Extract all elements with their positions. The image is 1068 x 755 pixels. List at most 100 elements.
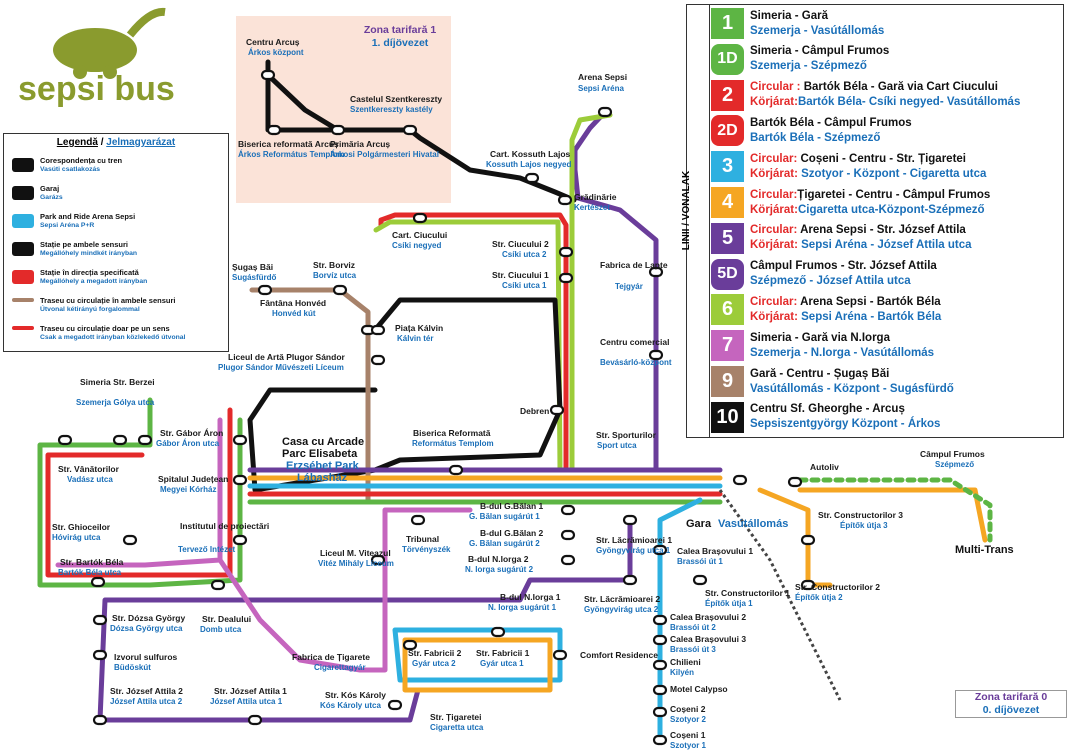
- stop-centru-comercial-hu: Bevásárló-központ: [600, 358, 672, 367]
- labels-layer: Centru Arcuș Árkos központ Biserica refo…: [52, 37, 1014, 750]
- stop-coseni-2-hu: Szotyor 2: [670, 715, 707, 724]
- stop-piata-kalvin-hu: Kálvin tér: [397, 334, 433, 343]
- line-number-badge: 7: [711, 330, 744, 362]
- stop-balan-1-hu: G. Bălan sugárút 1: [469, 512, 540, 521]
- stop-campul-frumos-hu: Szépmező: [935, 460, 974, 469]
- line-route-ro: Arena Sepsi - Bartók Béla: [800, 295, 941, 308]
- stop-marker: [597, 106, 613, 118]
- route-5-north: [572, 109, 659, 473]
- line-route-ro: Țigaretei - Centru - Câmpul Frumos: [797, 188, 991, 201]
- line-number-badge: 5D: [711, 258, 744, 290]
- legend-symbol-icon: [12, 242, 34, 256]
- line-number-badge: 2D: [711, 115, 744, 147]
- line-route-ro: Câmpul Frumos - Str. József Attila: [750, 260, 937, 273]
- stop-multi-trans: Multi-Trans: [955, 544, 1014, 556]
- legend-item-ro: Corespondența cu tren: [40, 156, 123, 165]
- line-number-badge: 10: [711, 401, 744, 433]
- route-10-inner: [247, 297, 563, 493]
- stop-jozsef-attila-1-hu: József Attila utca 1: [210, 697, 283, 706]
- stop-marker: [387, 699, 403, 711]
- stop-marker: [549, 404, 565, 416]
- stop-iorga-1-hu: N. Iorga sugárút 1: [488, 603, 557, 612]
- stop-borviz: Str. Borviz: [313, 260, 355, 270]
- railway: [718, 489, 842, 701]
- stop-coseni-2: Coșeni 2: [670, 704, 706, 714]
- legend-symbol-icon: [12, 214, 34, 228]
- stop-marker: [410, 514, 426, 526]
- stop-kossuth: Cart. Kossuth Lajos: [490, 149, 571, 159]
- stop-brasovului-2-hu: Brassói út 2: [670, 623, 716, 632]
- stops-layer: [57, 69, 816, 746]
- line-circular-label: Circular:: [750, 152, 801, 165]
- stop-marker: [552, 649, 568, 661]
- stop-cart-ciucului: Cart. Ciucului: [392, 230, 447, 240]
- route-6-north: [569, 112, 659, 473]
- stop-iorga-1: B-dul N.Iorga 1: [500, 592, 561, 602]
- stop-liceul-viteazul: Liceul M. Viteazul: [320, 548, 391, 558]
- line-route-hu: Bartók Béla- Csíki negyed- Vasútállomás: [797, 96, 1021, 109]
- line-text: Circular:Țigaretei - Centru - Câmpul Fru…: [750, 188, 990, 218]
- zone-0-subtitle: 0. díjövezet: [982, 704, 1040, 716]
- stop-castel: Castelul Szentkereszty: [350, 94, 442, 104]
- stop-sugas-bai-hu: Sugásfürdő: [232, 273, 277, 282]
- stop-marker: [57, 434, 73, 446]
- stop-gara: Gara: [686, 518, 712, 530]
- stop-marker: [137, 434, 153, 446]
- route-4-campul: [797, 487, 988, 543]
- stop-cart-ciucului-hu: Csíki negyed: [392, 241, 441, 250]
- legend-symbol-icon: [12, 298, 34, 302]
- stop-tigaretei: Str. Țigaretei: [430, 712, 482, 722]
- stop-spitalul: Spitalul Județean: [158, 474, 228, 484]
- stop-arena-sepsi: Arena Sepsi: [578, 72, 627, 82]
- stop-spitalul-hu: Megyei Kórház: [160, 485, 216, 494]
- route-7-west: [55, 417, 223, 568]
- stop-izvorul: Izvorul sulfuros: [114, 652, 178, 662]
- stop-marker: [122, 534, 138, 546]
- legend-panel: Legendă / Jelmagyarázat Corespondența cu…: [3, 133, 229, 352]
- stop-lacramioarei-1: Str. Lăcrămioarei 1: [596, 535, 672, 545]
- line-number-badge: 1: [711, 8, 744, 39]
- line-route-ro: Simeria - Gară: [750, 9, 828, 22]
- stop-marker: [652, 706, 668, 718]
- stop-fabrica-lapte: Fabrica de Lapte: [600, 260, 668, 270]
- line-korjarat-label: Körjárat:: [750, 239, 802, 252]
- legend-item-ro: Traseu cu circulație în ambele sensuri: [40, 296, 176, 305]
- stop-balan-2-hu: G. Bălan sugárút 2: [469, 539, 540, 548]
- stop-marker: [622, 514, 638, 526]
- lines-vertical-label: LINII / VONALAK: [681, 5, 710, 437]
- stop-castel-hu: Szentkereszty kastély: [350, 105, 433, 114]
- stop-marker: [622, 574, 638, 586]
- stop-erzsebet-park: Erzsébet Park: [286, 460, 360, 472]
- lines-vertical-text: LINII / VONALAK: [681, 170, 693, 251]
- stop-lacramioarei-2-hu: Gyöngyvirág utca 2: [584, 605, 659, 614]
- line-route-hu: Szemerja - N.Iorga - Vasútállomás: [750, 346, 935, 359]
- line-route-hu: Szemerja - Vasútállomás: [750, 24, 885, 37]
- stop-fantana-honved-hu: Honvéd kút: [272, 309, 316, 318]
- legend-symbol-icon: [12, 326, 34, 330]
- route-7-south: [217, 507, 473, 673]
- stop-campul-frumos: Câmpul Frumos: [920, 449, 985, 459]
- zone-1-subtitle: 1. díjövezet: [371, 37, 429, 49]
- stop-gara-hu: Vasútállomás: [718, 518, 788, 530]
- stop-ciucului-1: Str. Ciucului 1: [492, 270, 549, 280]
- stop-autoliv: Autoliv: [810, 462, 839, 472]
- stop-centru-arcus-hu: Árkos központ: [248, 48, 304, 57]
- stop-marker: [412, 212, 428, 224]
- line-route-hu: Szotyor - Központ - Cigaretta utca: [801, 167, 987, 180]
- legend-header: Legendă / Jelmagyarázat: [4, 137, 228, 148]
- stop-bartok-bela: Str. Bartók Béla: [60, 557, 124, 567]
- route-4-loop: [402, 637, 553, 693]
- line-route-ro: Simeria - Câmpul Frumos: [750, 45, 890, 58]
- stop-institutul: Institutul de proiectări: [180, 521, 269, 531]
- line-route-hu: Vasútállomás - Központ - Sugásfürdő: [750, 382, 954, 395]
- line-route-hu: Cigaretta utca-Központ-Szépmező: [797, 203, 985, 216]
- stop-marker: [92, 649, 108, 661]
- stop-piata-kalvin: Piața Kálvin: [395, 323, 443, 333]
- stop-borviz-hu: Borvíz utca: [313, 271, 357, 280]
- legend-item-hu: Útvonal kétirányú forgalommal: [40, 306, 140, 313]
